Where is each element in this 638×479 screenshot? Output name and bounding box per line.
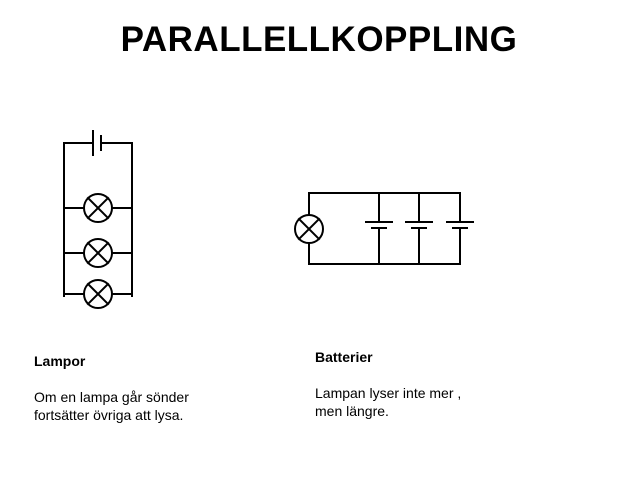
circuit-lamps-parallel: [63, 130, 133, 309]
circuit-batteries-parallel: [294, 192, 474, 265]
caption-lamps-heading: Lampor: [34, 353, 86, 369]
battery-branch-2: [405, 192, 433, 265]
caption-batteries: Batterier Lampan lyser inte mer , men lä…: [315, 348, 461, 420]
caption-lamps-text: Om en lampa går sönder fortsätter övriga…: [34, 389, 189, 423]
caption-batteries-heading: Batterier: [315, 349, 373, 365]
lamp-branch-1: [63, 193, 133, 223]
lamp-branch-2: [63, 238, 133, 268]
battery-branch-3: [446, 192, 474, 265]
caption-lamps: Lampor Om en lampa går sönder fortsätter…: [34, 352, 189, 424]
slide-title: PARALLELLKOPPLING: [120, 20, 518, 59]
lamp-icon: [294, 214, 324, 244]
battery-branch-1: [365, 192, 393, 265]
battery-symbol: [92, 130, 102, 156]
wire: [308, 192, 461, 265]
lamp-icon: [83, 193, 113, 223]
lamp-icon: [83, 279, 113, 309]
wire: [63, 142, 133, 297]
lamp-icon: [83, 238, 113, 268]
lamp-branch-3: [63, 279, 133, 309]
caption-batteries-text: Lampan lyser inte mer , men längre.: [315, 385, 462, 419]
